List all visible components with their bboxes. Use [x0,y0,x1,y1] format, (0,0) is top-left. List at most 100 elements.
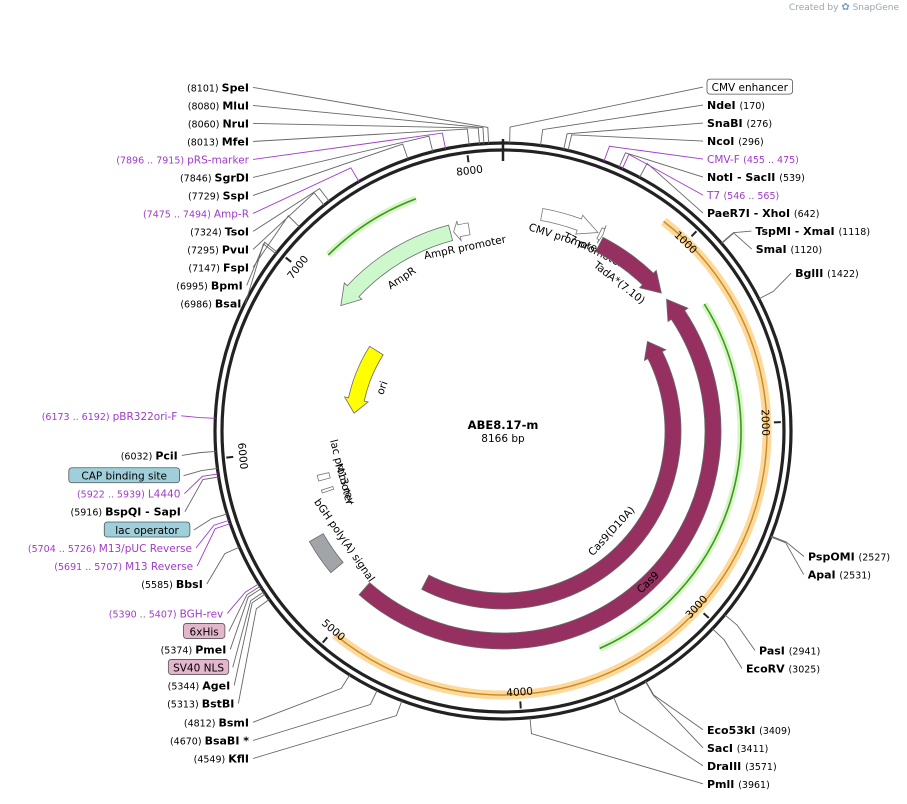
leader-line [252,215,300,268]
site-spei: (8101) SpeI [187,81,249,94]
tick-label-7000: 7000 [285,253,311,281]
leader-line [233,593,266,686]
leader-line [181,451,216,456]
feature-box-cmv-enhancer [706,78,793,95]
feature-cas9-d10a [421,340,682,610]
leader-line [724,614,756,651]
orf-band-1 [332,217,772,700]
tick-mark-7000 [285,256,292,263]
leader-line [509,86,704,144]
site-pspomi: PspOMI (2527) [808,551,890,564]
feature-ori [343,345,384,414]
site-noti-sacii: NotI - SacII (539) [707,171,805,184]
leader-line [770,535,805,557]
label-layer: (8101) SpeI(8080) MluI(8060) NruI(8013) … [28,78,890,791]
leader-line [252,143,409,196]
primer-t7: T7 (546 .. 565) [706,190,779,202]
leader-line [252,122,480,144]
leader-line [232,591,265,668]
leader-line [252,86,490,144]
tick-mark-6000 [226,455,234,459]
feature-box-cap-binding-site [68,467,180,484]
leader-line [758,272,792,300]
tick-mark-1000 [690,230,698,238]
leader-line [252,128,470,146]
site-bspqi-sapi: (5916) BspQI - SapI [70,506,180,519]
feature-m13-rev [320,485,335,494]
site-saci: SacI (3411) [707,742,768,755]
site-ecorv: EcoRV (3025) [746,663,820,676]
site-bsabi: (4670) BsaBI * [170,735,249,748]
feature-cas9-outer [358,298,722,650]
created-by-text: Created by [788,3,839,13]
feature-tada-7-10 [595,236,662,294]
site-smai: SmaI (1120) [756,243,822,256]
plasmid-name: ABE8.17-m [468,418,539,432]
site-sspi: (7729) SspI [188,189,249,202]
orf-line-3 [599,303,742,650]
site-bpmi: (6995) BpmI [176,279,242,292]
site-tsoi: (7324) TsoI [190,225,249,238]
leader-line [563,122,704,150]
primer-bgh-rev: (5390 .. 5407) BGH-rev [109,608,223,620]
site-sgrdi: (7846) SgrDI [180,171,249,184]
leader-line [721,230,752,244]
site-pmli: PmlI (3961) [707,778,770,791]
primer-pbr322ori-f: (6173 .. 6192) pBR322ori-F [42,411,178,423]
feature-label-m13-rev: M13 rev [332,462,357,506]
site-pasi: PasI (2941) [759,645,820,658]
leader-line [770,536,805,575]
leader-line [181,415,216,419]
feature-bgh-poly-a-signal [308,533,344,574]
primer-m13-reverse: (5691 .. 5707) M13 Reverse [54,561,193,573]
leader-line [244,243,277,304]
leader-line [252,132,446,160]
feature-box-label-cmv-enhancer: CMV enhancer [712,82,789,94]
site-eco53ki: Eco53kI (3409) [707,724,791,737]
leader-line [529,717,704,785]
leader-line-layer [181,86,805,785]
site-agei: (5344) AgeI [168,679,231,692]
leader-line [252,674,351,723]
feature-box-label-lac-operator: lac operator [115,525,179,537]
site-bsmi: (4812) BsmI [184,716,249,729]
site-ndei: NdeI (170) [707,99,765,112]
leader-line [252,135,434,178]
leader-line [252,104,485,144]
feature-cmv-promoter [540,208,599,235]
feature-label-ori: ori [374,380,390,397]
leader-line [252,700,403,759]
site-paer7i-xhoi: PaeR7I - XhoI (642) [707,207,819,220]
feature-box-label-6xhis: 6xHis [190,626,219,638]
leader-line [252,192,325,250]
snapgene-name: SnapGene [852,3,899,13]
leader-line [252,167,360,214]
feature-box-6xhis [182,623,226,639]
leader-line [621,153,704,196]
leader-line [228,585,261,632]
feature-ampr [340,224,454,307]
leader-line [195,519,230,549]
site-ncoi: NcoI (296) [707,135,764,148]
site-mfei: (8013) MfeI [187,135,249,148]
plasmid-size: 8166 bp [481,433,525,445]
tick-label-8000: 8000 [456,163,484,178]
leader-line [721,232,753,250]
leader-line [540,104,704,146]
leader-line [246,241,278,286]
tick-label-6000: 6000 [235,442,250,470]
snapgene-logo-icon: ✿ [841,2,850,13]
leader-line [712,628,743,669]
orf-line-2 [327,198,417,256]
leader-line [644,681,704,749]
site-kfli: (4549) KflI [194,753,249,766]
leader-line [639,162,704,214]
primer-m13-puc-reverse: (5704 .. 5726) M13/pUC Reverse [28,543,192,555]
site-draiii: DraIII (3571) [707,760,777,773]
site-bglii: BglII (1422) [795,267,859,280]
orf-layer [325,195,772,700]
leader-line [252,187,330,232]
site-pcii: (6032) PciI [121,449,178,462]
feature-box-label-sv40-nls: SV40 NLS [173,662,224,674]
orf-line-1 [334,220,768,696]
